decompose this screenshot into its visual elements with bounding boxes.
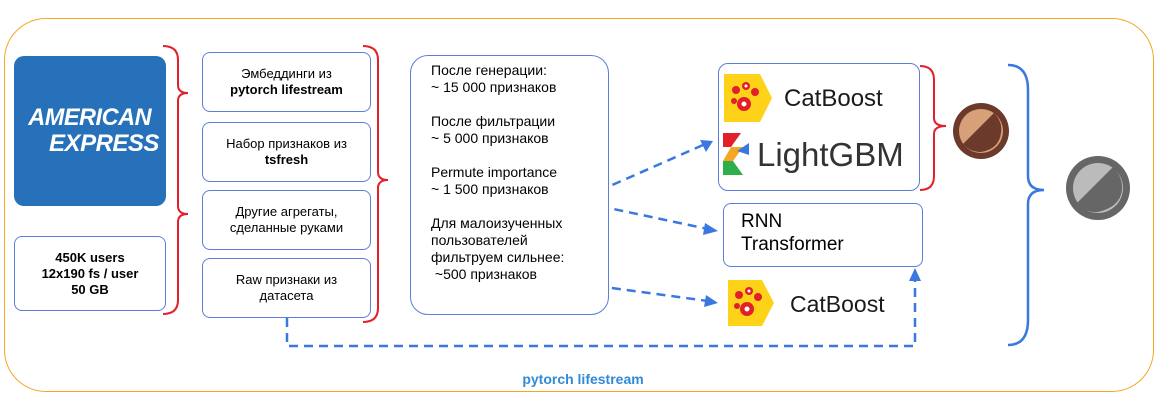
catboost-label: CatBoost (784, 85, 883, 112)
feature-box-tsfresh: Набор признаков из tsfresh (202, 122, 371, 182)
amex-logo: AMERICAN EXPRESS (14, 56, 166, 206)
stats-users: 450K users (55, 249, 125, 265)
gen-after-filter: После фильтрации (431, 113, 556, 129)
gen-rare-users-1: Для малоизученных (431, 215, 563, 231)
bracket-ensemble (1007, 63, 1045, 347)
feature-box-manual: Другие агрегаты, сделанные руками (202, 190, 371, 250)
dataset-stats-box: 450K users 12x190 fs / user 50 GB (14, 236, 166, 311)
arrowhead-rnn (703, 223, 718, 235)
catboost2-label: CatBoost (790, 291, 885, 317)
amex-logo-line2: EXPRESS (49, 130, 159, 157)
bracket-amex (162, 45, 189, 315)
feature-box-embeddings: Эмбеддинги из pytorch lifestream (202, 52, 371, 112)
bracket-models (919, 65, 947, 191)
gen-after-generation: После генерации: (431, 62, 547, 78)
lightgbm-label: LightGBM (757, 136, 904, 173)
feature-raw-text: Raw признаки из (235, 272, 338, 287)
feature-tsfresh-text: Набор признаков из (226, 136, 347, 151)
gen-count-5000: ~ 5 000 признаков (431, 130, 549, 146)
arrowhead-topmodels (700, 140, 713, 152)
gen-count-1500: ~ 1 500 признаков (431, 181, 549, 197)
pipeline-frame (4, 18, 1154, 392)
feature-tsfresh-bold: tsfresh (264, 152, 309, 167)
feature-selection-box: После генерации:~ 15 000 признаков После… (410, 55, 609, 315)
ensemble-icon-2 (1066, 156, 1130, 220)
feature-embeddings-text: Эмбеддинги из (241, 66, 332, 81)
gen-permute: Permute importance (431, 164, 558, 180)
stats-size: 50 GB (71, 281, 109, 297)
gen-rare-users-2: пользователей (431, 232, 528, 248)
bracket-features (362, 45, 389, 323)
rnn-label: RNN (741, 211, 783, 232)
feature-manual-text: Другие агрегаты, (235, 204, 338, 219)
arrowhead-raw (909, 268, 921, 281)
gen-count-15000: ~ 15 000 признаков (431, 79, 557, 95)
catboost-icon-2 (728, 280, 774, 326)
ensemble-icon-1 (953, 103, 1009, 159)
amex-logo-line1: AMERICAN (28, 104, 152, 131)
feature-raw-text2: датасета (259, 288, 314, 303)
feature-manual-text2: сделанные руками (229, 220, 344, 235)
lightgbm-icon (723, 133, 749, 175)
feature-embeddings-bold: pytorch lifestream (230, 82, 343, 97)
catboost-icon (724, 74, 772, 122)
footer-label: pytorch lifestream (522, 371, 644, 387)
stats-features: 12x190 fs / user (41, 265, 139, 281)
neural-models-box: RNN Transformer (723, 203, 923, 267)
gen-count-500: ~500 признаков (431, 266, 537, 282)
arrowhead-catboost2 (704, 295, 718, 307)
arrow-to-catboost2 (596, 284, 709, 303)
gen-rare-users-3: фильтруем сильнее: (431, 249, 565, 265)
feature-box-raw: Raw признаки из датасета (202, 258, 371, 318)
transformer-label: Transformer (741, 234, 844, 255)
